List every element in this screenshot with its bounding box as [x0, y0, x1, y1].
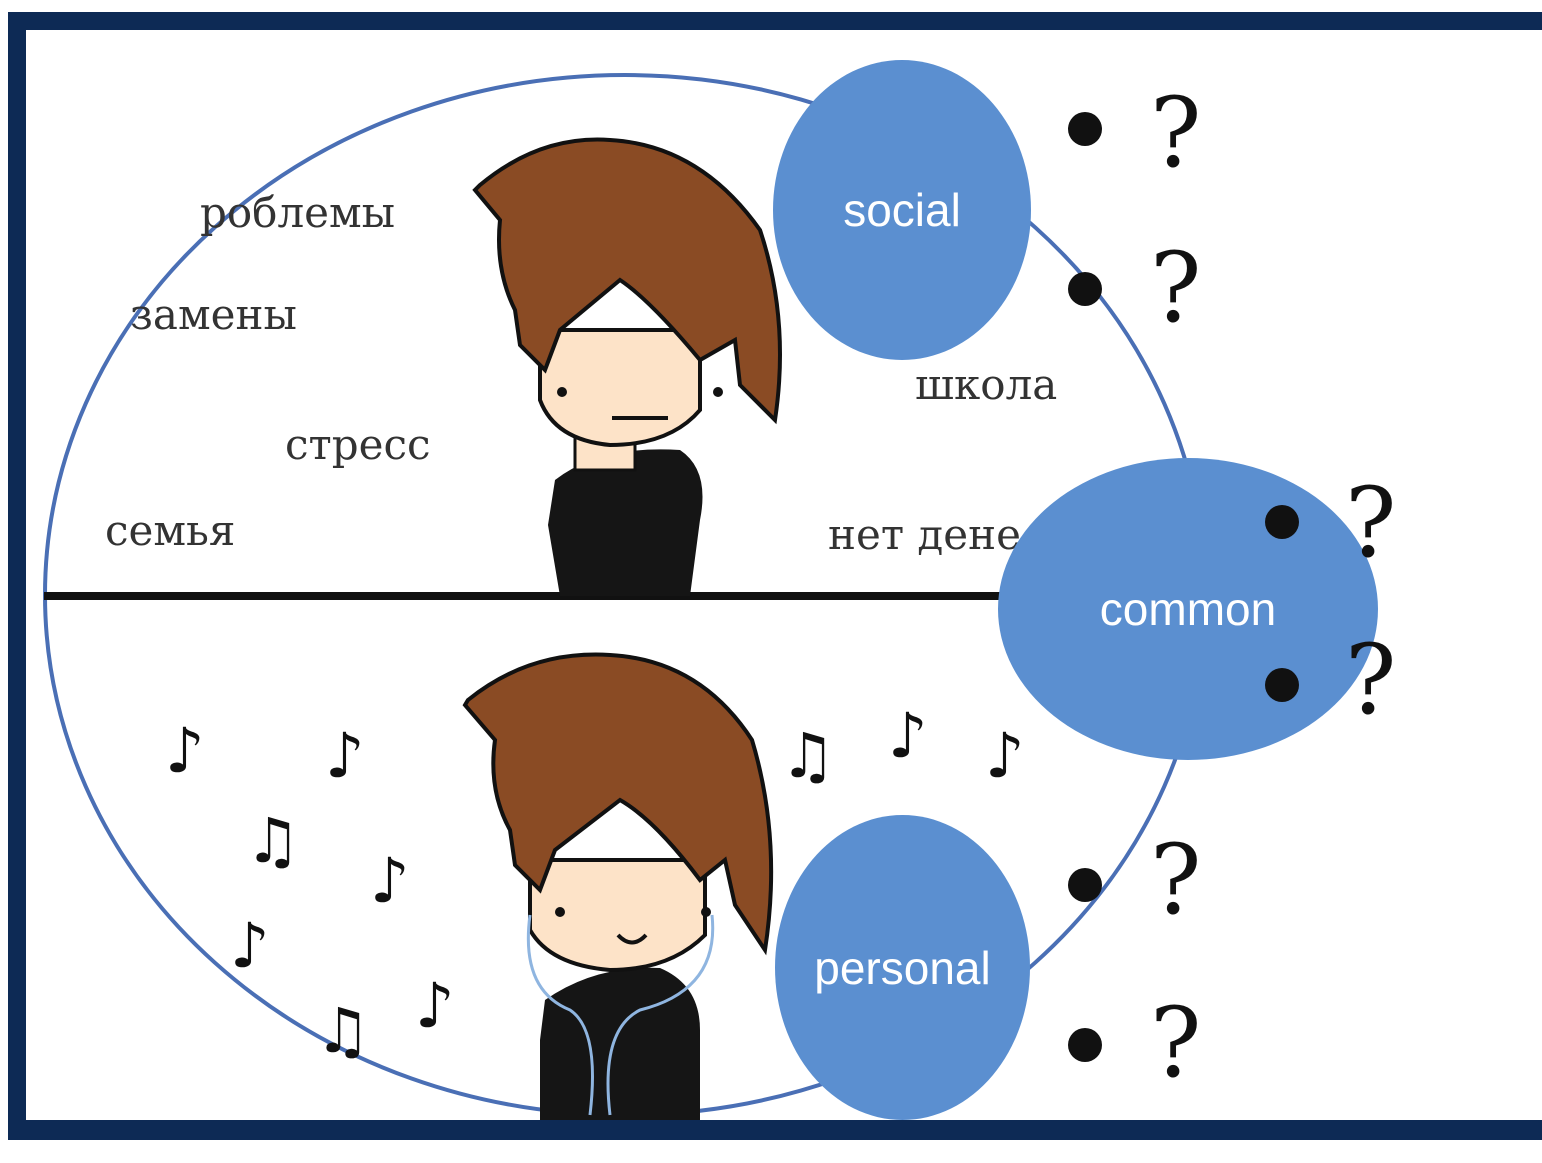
word-family: семья [105, 506, 236, 555]
bubble-social: social [773, 60, 1031, 360]
word-stress: стресс [285, 420, 431, 469]
question-mark: ? [1345, 624, 1397, 736]
music-note: ♪ [985, 719, 1025, 792]
word-no-money: нет дене [828, 510, 1021, 559]
music-note: ♫ [245, 804, 301, 877]
music-note: ♪ [415, 969, 455, 1042]
bullet-dot [1265, 505, 1299, 539]
question-mark: ? [1150, 232, 1202, 344]
bullet-dot [1265, 668, 1299, 702]
music-note: ♪ [165, 714, 205, 787]
music-note: ♪ [888, 699, 928, 772]
music-note: ♫ [780, 719, 836, 792]
bullet-dot [1068, 272, 1102, 306]
bubble-social-label: social [843, 184, 961, 236]
bubble-personal: personal [775, 815, 1030, 1120]
happy-character [462, 652, 774, 1120]
question-mark: ? [1150, 987, 1202, 1099]
question-mark: ? [1345, 467, 1397, 579]
music-note: ♪ [325, 719, 365, 792]
word-problems: роблемы [200, 188, 396, 237]
bullet-dot [1068, 112, 1102, 146]
music-note: ♪ [370, 844, 410, 917]
word-school: школа [915, 360, 1058, 409]
bubble-personal-label: personal [814, 941, 991, 994]
question-mark: ? [1150, 77, 1202, 189]
music-note: ♫ [315, 994, 371, 1067]
bubble-common: common [998, 458, 1378, 760]
bubble-common-label: common [1099, 583, 1277, 635]
bullet-dot [1068, 868, 1102, 902]
word-exams: замены [130, 290, 297, 339]
music-note: ♪ [230, 909, 270, 982]
bullet-dot [1068, 1028, 1102, 1062]
sad-character [472, 137, 782, 596]
question-mark: ? [1150, 824, 1202, 936]
